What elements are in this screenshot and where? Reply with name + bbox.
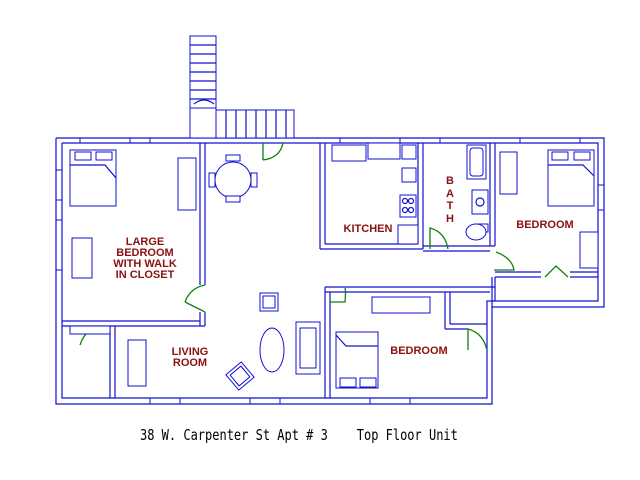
living-room-furniture: [127, 292, 321, 391]
dining-table: [208, 154, 258, 203]
right-bedroom-furniture: [499, 149, 599, 269]
plan-caption: 38 W. Carpenter St Apt # 3 Top Floor Uni…: [140, 426, 458, 444]
room-label-kitchen: KITCHEN: [343, 223, 393, 235]
center-bedroom-furniture: [335, 296, 431, 389]
room-label-bedroom-center: BEDROOM: [390, 345, 448, 357]
room-label-bedroom-right: BEDROOM: [516, 219, 574, 231]
kitchen-fixtures: [331, 142, 419, 245]
bath-fixtures: [465, 144, 489, 241]
window-marks: [56, 138, 604, 404]
room-label-living-room: LIVING ROOM: [171, 346, 209, 369]
large-bedroom-furniture: [69, 149, 197, 335]
stairs: [189, 35, 295, 139]
room-label-large-bedroom: LARGE BEDROOM WITH WALK IN CLOSET: [113, 236, 177, 281]
